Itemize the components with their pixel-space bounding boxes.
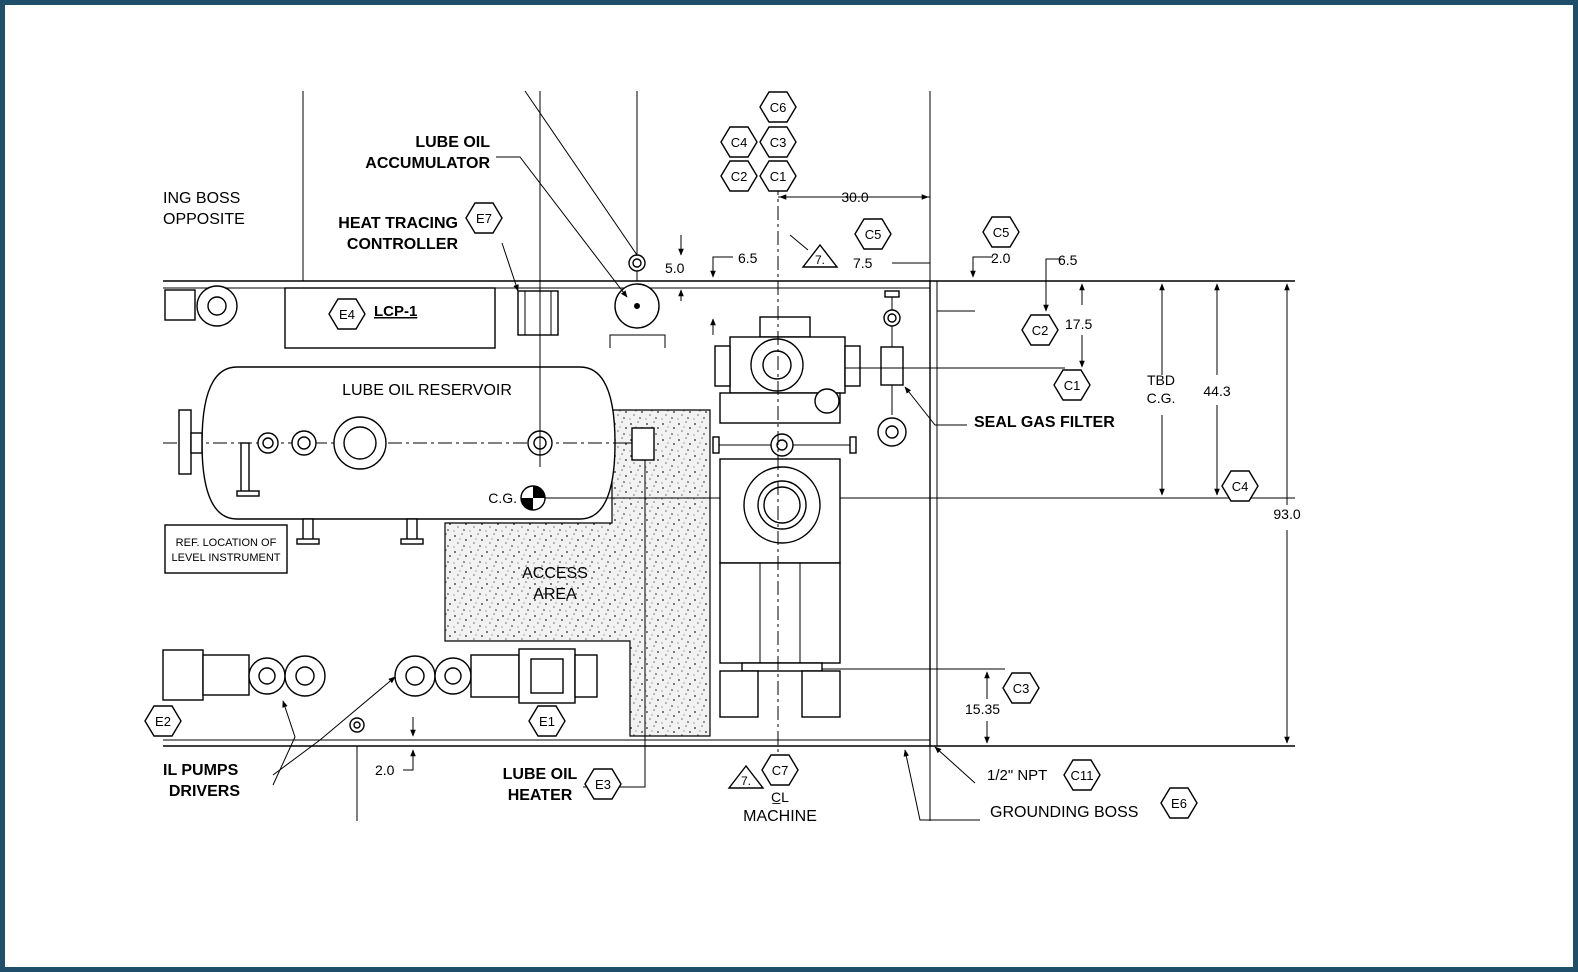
dim-6-5-a: 6.5 xyxy=(738,250,758,266)
dimension-values: 30.0 6.5 5.0 7.5 2.0 6.5 17.5 44.3 93.0 … xyxy=(375,189,1301,778)
svg-text:C1: C1 xyxy=(1064,378,1081,393)
note-triangle-bottom: 7. xyxy=(727,764,765,789)
label-ref-location-2: LEVEL INSTRUMENT xyxy=(171,552,280,564)
equipment-layout-drawing: LUBE OIL ACCUMULATOR HEAT TRACING CONTRO… xyxy=(144,90,1301,825)
dim-2-0-b: 2.0 xyxy=(375,762,395,778)
heat-tracing-box xyxy=(517,290,559,336)
label-cg: C.G. xyxy=(488,490,517,506)
cg-marker xyxy=(520,485,1295,511)
tag-c4-right: C4 xyxy=(1221,470,1259,502)
label-lube-oil-accumulator-1: LUBE OIL xyxy=(415,134,490,151)
tag-c11: C11 xyxy=(1063,759,1101,791)
svg-text:E2: E2 xyxy=(155,714,171,729)
dim-30: 30.0 xyxy=(841,189,868,205)
label-lcp: LCP-1 xyxy=(374,303,417,320)
label-pumps-2: DRIVERS xyxy=(169,783,240,800)
dim-93-0: 93.0 xyxy=(1273,506,1300,522)
dim-5-0: 5.0 xyxy=(665,260,685,276)
svg-text:E7: E7 xyxy=(476,211,492,226)
tag-e1: E1 xyxy=(528,705,566,737)
dim-44-3: 44.3 xyxy=(1203,383,1230,399)
label-pumps-1: IL PUMPS xyxy=(163,762,239,779)
label-heat-tracing-2: CONTROLLER xyxy=(347,236,459,253)
note-triangle-top: 7. xyxy=(801,243,839,268)
dim-15-35: 15.35 xyxy=(965,701,1000,717)
label-seal-gas-filter: SEAL GAS FILTER xyxy=(974,414,1115,431)
leader-lines xyxy=(272,90,980,821)
tag-c3-right: C3 xyxy=(1002,672,1040,704)
label-grounding-boss: GROUNDING BOSS xyxy=(990,804,1138,821)
tag-c2-right: C2 xyxy=(1021,314,1059,346)
tag-e3: E3 xyxy=(584,768,622,800)
label-machine-cl: C̲L xyxy=(771,789,789,805)
lube-oil-pumps xyxy=(162,648,598,704)
label-lube-oil-heater-2: HEATER xyxy=(508,787,573,804)
label-grounding-partial-1: ING BOSS xyxy=(163,190,240,207)
svg-text:C7: C7 xyxy=(772,763,789,778)
svg-text:E1: E1 xyxy=(539,714,555,729)
tag-e6: E6 xyxy=(1160,787,1198,819)
svg-text:7.: 7. xyxy=(741,774,751,788)
tag-e7: E7 xyxy=(465,202,503,234)
lube-oil-reservoir xyxy=(163,366,655,545)
svg-text:C3: C3 xyxy=(770,135,787,150)
dim-6-5-b: 6.5 xyxy=(1058,252,1078,268)
label-tbd: TBD xyxy=(1147,372,1175,388)
dim-2-0-a: 2.0 xyxy=(991,250,1011,266)
lube-oil-accumulator xyxy=(609,254,666,348)
label-access-2: AREA xyxy=(533,586,577,603)
svg-text:C5: C5 xyxy=(865,227,882,242)
svg-text:C3: C3 xyxy=(1013,681,1030,696)
label-npt: 1/2" NPT xyxy=(987,767,1047,784)
svg-text:C11: C11 xyxy=(1071,768,1094,783)
svg-text:C2: C2 xyxy=(731,169,748,184)
label-lube-oil-accumulator-2: ACCUMULATOR xyxy=(365,155,490,172)
svg-text:E6: E6 xyxy=(1171,796,1187,811)
tag-c5-right: C5 xyxy=(982,216,1020,248)
label-lube-oil-heater-1: LUBE OIL xyxy=(503,766,578,783)
svg-text:7.: 7. xyxy=(815,253,825,267)
dim-7-5: 7.5 xyxy=(853,255,873,271)
svg-text:C5: C5 xyxy=(993,225,1010,240)
dim-17-5: 17.5 xyxy=(1065,316,1092,332)
upper-left-flange xyxy=(164,285,238,327)
label-tbd-cg: C.G. xyxy=(1147,390,1176,406)
svg-text:C2: C2 xyxy=(1032,323,1049,338)
label-machine: MACHINE xyxy=(743,808,817,825)
label-grounding-partial-2: OPPOSITE xyxy=(163,211,245,228)
tag-c6: C6 xyxy=(759,91,797,123)
tag-c3-top: C3 xyxy=(759,126,797,158)
svg-text:E4: E4 xyxy=(339,307,355,322)
label-heat-tracing-1: HEAT TRACING xyxy=(338,215,458,232)
dimension-lines xyxy=(349,194,1290,771)
svg-text:E3: E3 xyxy=(595,777,611,792)
tag-c7: C7 xyxy=(761,754,799,786)
tag-c1-top: C1 xyxy=(759,160,797,192)
tag-c4: C4 xyxy=(720,126,758,158)
svg-text:C1: C1 xyxy=(770,169,787,184)
seal-gas-filter-equipment xyxy=(877,290,907,447)
drawing-labels: LUBE OIL ACCUMULATOR HEAT TRACING CONTRO… xyxy=(163,134,1175,825)
svg-text:C4: C4 xyxy=(1232,479,1249,494)
lcp-1-panel xyxy=(284,287,496,349)
label-access-1: ACCESS xyxy=(522,565,588,582)
tag-c1-right: C1 xyxy=(1053,369,1091,401)
svg-text:C6: C6 xyxy=(770,100,787,115)
tag-e2: E2 xyxy=(144,705,182,737)
label-reservoir: LUBE OIL RESERVOIR xyxy=(342,382,512,399)
access-area xyxy=(444,409,711,737)
tag-e4: E4 xyxy=(328,298,366,330)
ref-location-box xyxy=(164,524,288,574)
svg-text:C4: C4 xyxy=(731,135,748,150)
tag-c5-left: C5 xyxy=(854,218,892,250)
compressor-machine xyxy=(712,316,861,718)
label-ref-location-1: REF. LOCATION OF xyxy=(176,537,277,549)
tag-c2-top: C2 xyxy=(720,160,758,192)
